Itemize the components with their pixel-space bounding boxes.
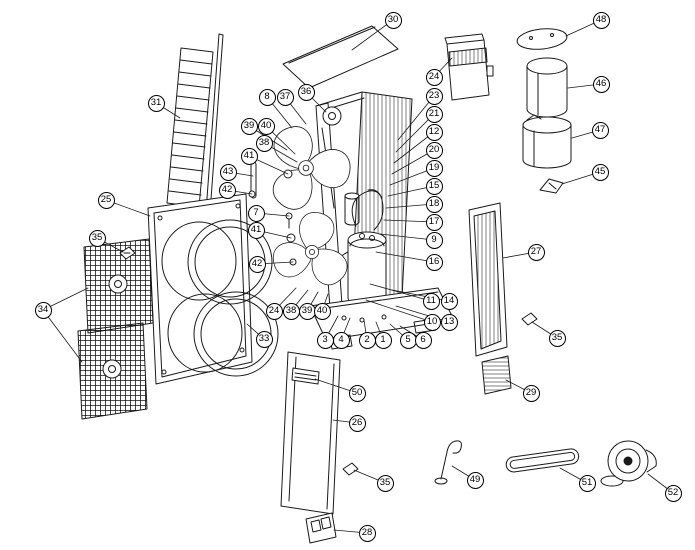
callout-30: 30 — [384, 11, 402, 29]
callout-45: 45 — [591, 163, 609, 181]
callout-51: 51 — [578, 474, 596, 492]
callout-31: 31 — [147, 94, 165, 112]
callout-25: 25 — [97, 191, 115, 209]
callout-7: 7 — [247, 204, 265, 222]
callout-26: 26 — [348, 414, 366, 432]
callout-49: 49 — [466, 471, 484, 489]
callout-38: 38 — [255, 134, 273, 152]
callout-34: 34 — [34, 301, 52, 319]
callout-52: 52 — [664, 484, 682, 502]
callout-12: 12 — [425, 123, 443, 141]
part-pipe — [434, 440, 462, 485]
part-front-panel — [280, 351, 341, 515]
callout-42: 42 — [218, 181, 236, 199]
callout-41: 41 — [240, 147, 258, 165]
part-drain-motor — [600, 440, 657, 487]
callout-41-2: 41 — [247, 221, 265, 239]
callout-28: 28 — [358, 524, 376, 542]
callout-27: 27 — [527, 243, 545, 261]
part-clip-b — [521, 312, 538, 326]
callout-35-2: 35 — [548, 329, 566, 347]
callout-48: 48 — [592, 11, 610, 29]
callout-43: 43 — [219, 163, 237, 181]
callout-35: 35 — [88, 229, 106, 247]
callout-16: 16 — [425, 253, 443, 271]
part-clip-c — [342, 462, 359, 476]
part-clip-a — [119, 246, 136, 260]
part-vent-grille — [481, 355, 512, 395]
part-fan-blade-lower — [268, 209, 354, 292]
callout-4: 4 — [332, 331, 350, 349]
callout-3: 3 — [316, 331, 334, 349]
callout-39-2: 39 — [298, 302, 316, 320]
callout-24-2: 24 — [265, 302, 283, 320]
part-control-box — [444, 33, 494, 101]
callout-46: 46 — [592, 75, 610, 93]
callout-9: 9 — [425, 231, 443, 249]
callout-2: 2 — [358, 331, 376, 349]
callout-24: 24 — [425, 68, 443, 86]
part-base-bracket — [305, 512, 337, 544]
part-side-panel-right — [468, 202, 508, 357]
callout-15: 15 — [425, 177, 443, 195]
callout-42-2: 42 — [248, 255, 266, 273]
callout-13: 13 — [440, 313, 458, 331]
callout-18: 18 — [425, 195, 443, 213]
callout-20: 20 — [425, 141, 443, 159]
part-handle — [505, 448, 580, 473]
callout-37: 37 — [276, 88, 294, 106]
callout-17: 17 — [425, 213, 443, 231]
callout-6: 6 — [414, 331, 432, 349]
callout-23: 23 — [425, 87, 443, 105]
callout-50: 50 — [348, 384, 366, 402]
part-fan-blade-upper — [266, 119, 351, 216]
part-small-bracket — [539, 178, 564, 194]
callout-33: 33 — [255, 330, 273, 348]
callout-35-3: 35 — [376, 474, 394, 492]
callout-19: 19 — [425, 159, 443, 177]
part-fan-panel — [147, 193, 253, 385]
part-top-cover — [282, 25, 399, 89]
callout-38-2: 38 — [282, 302, 300, 320]
callout-47: 47 — [591, 121, 609, 139]
part-blanket-lid — [522, 114, 572, 169]
callout-40-2: 40 — [313, 302, 331, 320]
callout-39: 39 — [240, 117, 258, 135]
callout-14: 14 — [440, 292, 458, 310]
part-panel-label — [291, 367, 320, 385]
callout-36: 36 — [297, 83, 315, 101]
callout-5: 5 — [399, 331, 417, 349]
part-top-disc — [516, 28, 568, 50]
callout-40: 40 — [257, 117, 275, 135]
part-fan-grilles — [77, 238, 154, 420]
callout-29: 29 — [522, 384, 540, 402]
callout-21: 21 — [425, 105, 443, 123]
callout-10: 10 — [423, 313, 441, 331]
callout-8: 8 — [258, 88, 276, 106]
part-compressor-blanket — [526, 57, 568, 118]
callout-11: 11 — [422, 292, 440, 310]
callout-1: 1 — [374, 331, 392, 349]
